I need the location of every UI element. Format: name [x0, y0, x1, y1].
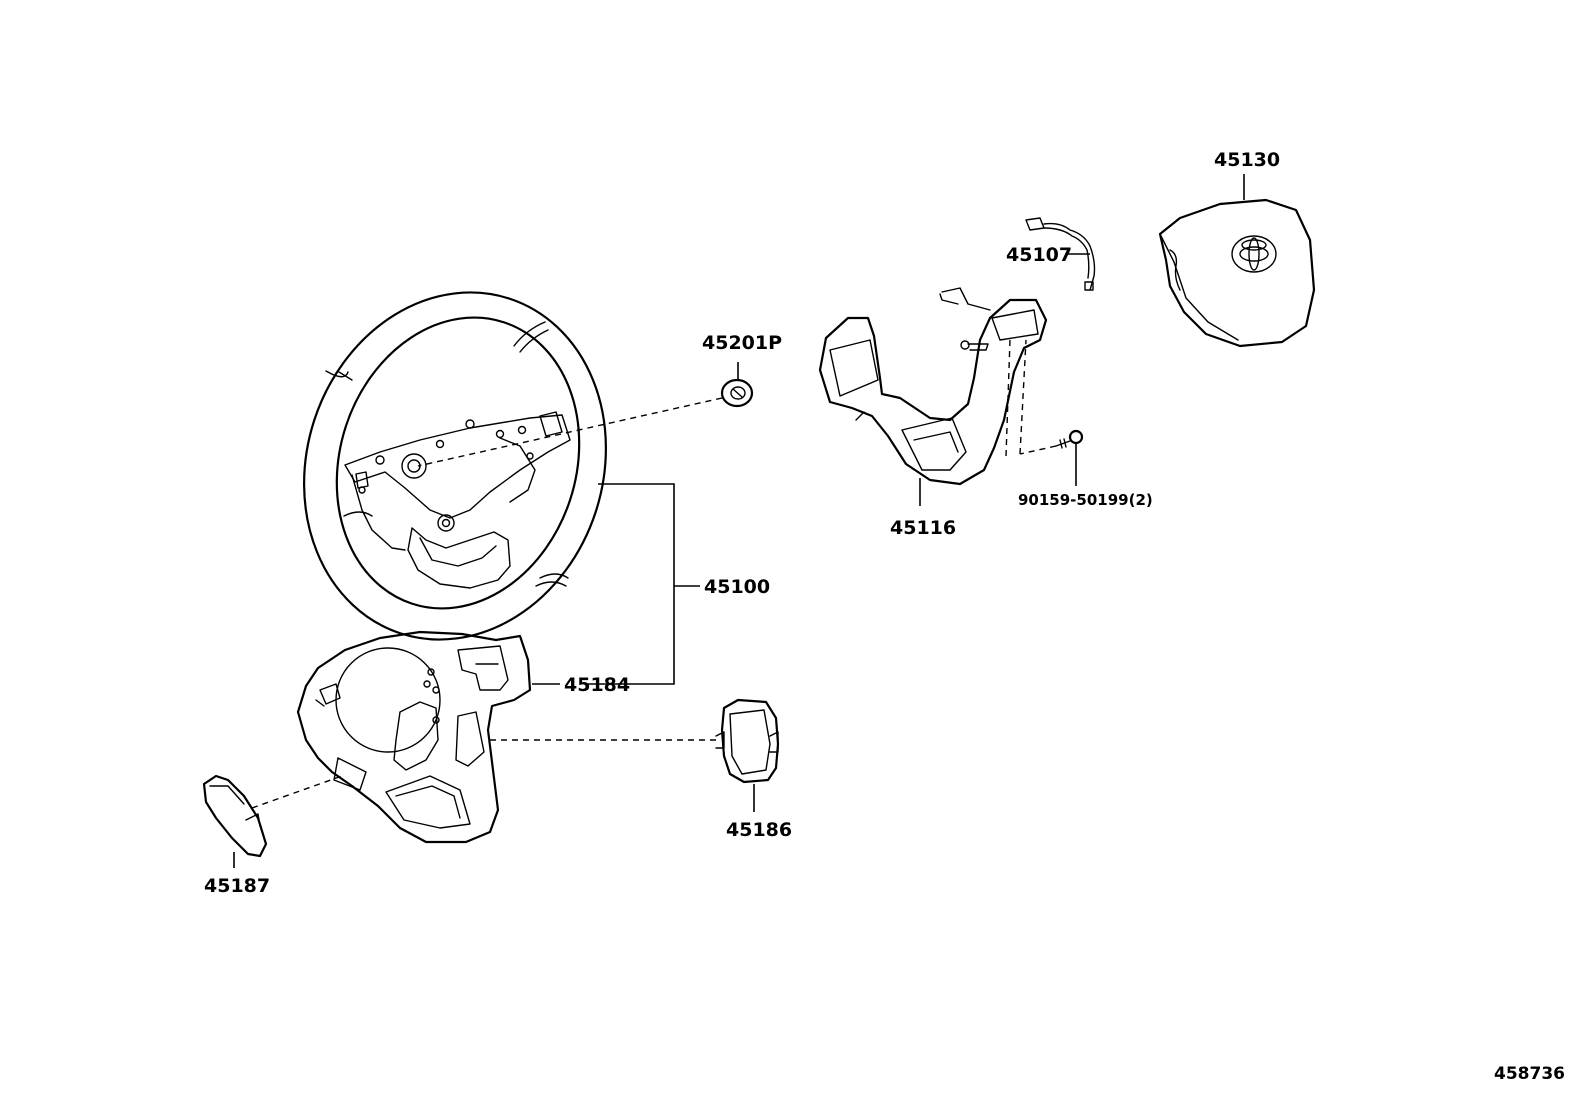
label-45187: 45187 — [204, 875, 270, 897]
align-line-45187 — [251, 775, 343, 809]
label-45130: 45130 — [1214, 149, 1280, 171]
bezel-45186[interactable] — [715, 698, 780, 784]
align-line-45201P — [417, 397, 723, 467]
label-45201P: 45201P — [702, 332, 782, 354]
align-line-screw-2 — [1019, 339, 1027, 455]
illustration-number: 458736 — [1494, 1064, 1565, 1084]
label-45184: 45184 — [564, 674, 630, 696]
label-45116: 45116 — [890, 517, 956, 539]
label-45107: 45107 — [1006, 244, 1072, 266]
ornament-45201P[interactable] — [720, 378, 754, 408]
label-45100: 45100 — [704, 576, 770, 598]
lower-garnish-45116[interactable] — [818, 287, 1048, 486]
align-line-screw-3 — [1005, 339, 1011, 457]
leader-45100-bracket — [588, 483, 675, 685]
label-90159-50199: 90159-50199(2) — [1018, 491, 1153, 509]
steering-wheel-45100[interactable] — [260, 253, 650, 679]
align-line-screw — [1019, 445, 1057, 455]
lower-cover-45184[interactable] — [296, 630, 532, 844]
screw-90159-50199[interactable] — [1055, 429, 1084, 449]
label-45186: 45186 — [726, 819, 792, 841]
airbag-45130[interactable] — [1158, 198, 1316, 348]
wire-harness-45107[interactable] — [1025, 217, 1096, 291]
cover-45187[interactable] — [202, 774, 268, 858]
